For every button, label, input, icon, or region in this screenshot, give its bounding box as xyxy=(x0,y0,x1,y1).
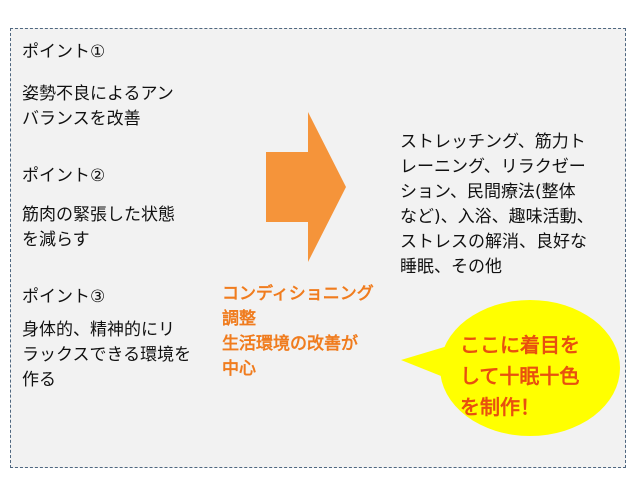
point-3-body: 身体的、精神的にリ ラックスできる環境を 作る xyxy=(22,320,192,390)
right-list: ストレッチング、筋力ト レーニング、リラクゼー ション、民間療法(整体 など)、… xyxy=(400,132,594,277)
point-1-body: 姿勢不良によるアン バランスを改善 xyxy=(22,84,174,129)
point-2-title: ポイント② xyxy=(22,166,106,186)
callout-text: ここに着目を して十眠十色 を制作！ xyxy=(460,333,580,419)
center-label: コンディショニング 調整 生活環境の改善が 中心 xyxy=(222,284,374,379)
right-arrow-icon xyxy=(266,112,346,262)
point-2-body: 筋肉の緊張した状態 を減らす xyxy=(22,205,175,250)
callout-bubble xyxy=(401,300,620,436)
point-3-title: ポイント③ xyxy=(22,287,106,307)
point-1-title: ポイント① xyxy=(22,42,106,62)
